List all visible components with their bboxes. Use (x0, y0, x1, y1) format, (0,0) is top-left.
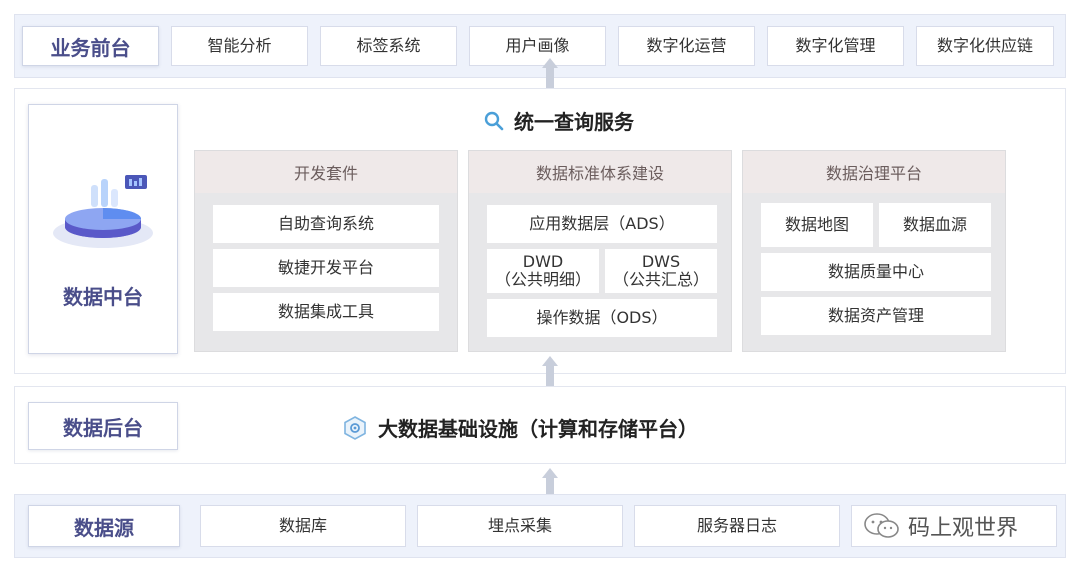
search-icon (484, 111, 504, 130)
hexagon-gear-icon (344, 415, 366, 440)
unified-query-title: 统一查询服务 (484, 106, 634, 135)
arrow-up-icon (542, 356, 558, 388)
front-item-user-portrait: 用户画像 (469, 26, 606, 66)
arrow-up-icon (542, 468, 558, 502)
front-item-tag-system: 标签系统 (320, 26, 457, 66)
arrow-up-icon (542, 58, 558, 90)
middle-layer-label: 数据中台 (63, 285, 143, 309)
data-asset-item: 数据资产管理 (761, 297, 991, 335)
ads-layer: 应用数据层（ADS） (487, 205, 717, 243)
source-item-database: 数据库 (200, 505, 406, 547)
front-item-digital-operation: 数字化运营 (618, 26, 755, 66)
back-layer-band (14, 386, 1066, 464)
watermark: 码上观世界 (862, 510, 1018, 542)
back-layer-label: 数据后台 (28, 402, 178, 450)
data-platform-illustration-icon (53, 175, 153, 248)
data-governance-title: 数据治理平台 (743, 151, 1005, 193)
wechat-icon (864, 513, 899, 538)
big-data-infra-title: 大数据基础设施（计算和存储平台） (342, 413, 698, 442)
data-map-item: 数据地图 (761, 203, 873, 247)
dev-kit-item-data-integration: 数据集成工具 (213, 293, 439, 331)
middle-layer-card: 数据中台 (28, 104, 178, 354)
data-lineage-item: 数据血源 (879, 203, 991, 247)
data-quality-item: 数据质量中心 (761, 253, 991, 291)
dev-kit-item-agile-dev: 敏捷开发平台 (213, 249, 439, 287)
source-layer-label: 数据源 (28, 505, 180, 547)
dwd-layer: DWD （公共明细） (487, 249, 599, 293)
source-item-tracking: 埋点采集 (417, 505, 623, 547)
dev-kit-title: 开发套件 (195, 151, 457, 193)
front-layer-label: 业务前台 (22, 26, 159, 66)
dev-kit-item-self-query: 自助查询系统 (213, 205, 439, 243)
front-item-digital-management: 数字化管理 (767, 26, 904, 66)
data-standard-title: 数据标准体系建设 (469, 151, 731, 193)
dev-kit-panel: 开发套件 自助查询系统 敏捷开发平台 数据集成工具 (194, 150, 458, 352)
front-item-digital-supply-chain: 数字化供应链 (916, 26, 1054, 66)
watermark-text: 码上观世界 (908, 516, 1019, 541)
dws-layer: DWS （公共汇总） (605, 249, 717, 293)
data-standard-panel: 数据标准体系建设 应用数据层（ADS） DWD （公共明细） DWS （公共汇总… (468, 150, 732, 352)
front-item-smart-analysis: 智能分析 (171, 26, 308, 66)
source-item-server-log: 服务器日志 (634, 505, 840, 547)
unified-query-label: 统一查询服务 (514, 110, 634, 134)
data-governance-panel: 数据治理平台 数据地图 数据血源 数据质量中心 数据资产管理 (742, 150, 1006, 352)
big-data-infra-label: 大数据基础设施（计算和存储平台） (378, 417, 698, 441)
ods-layer: 操作数据（ODS） (487, 299, 717, 337)
